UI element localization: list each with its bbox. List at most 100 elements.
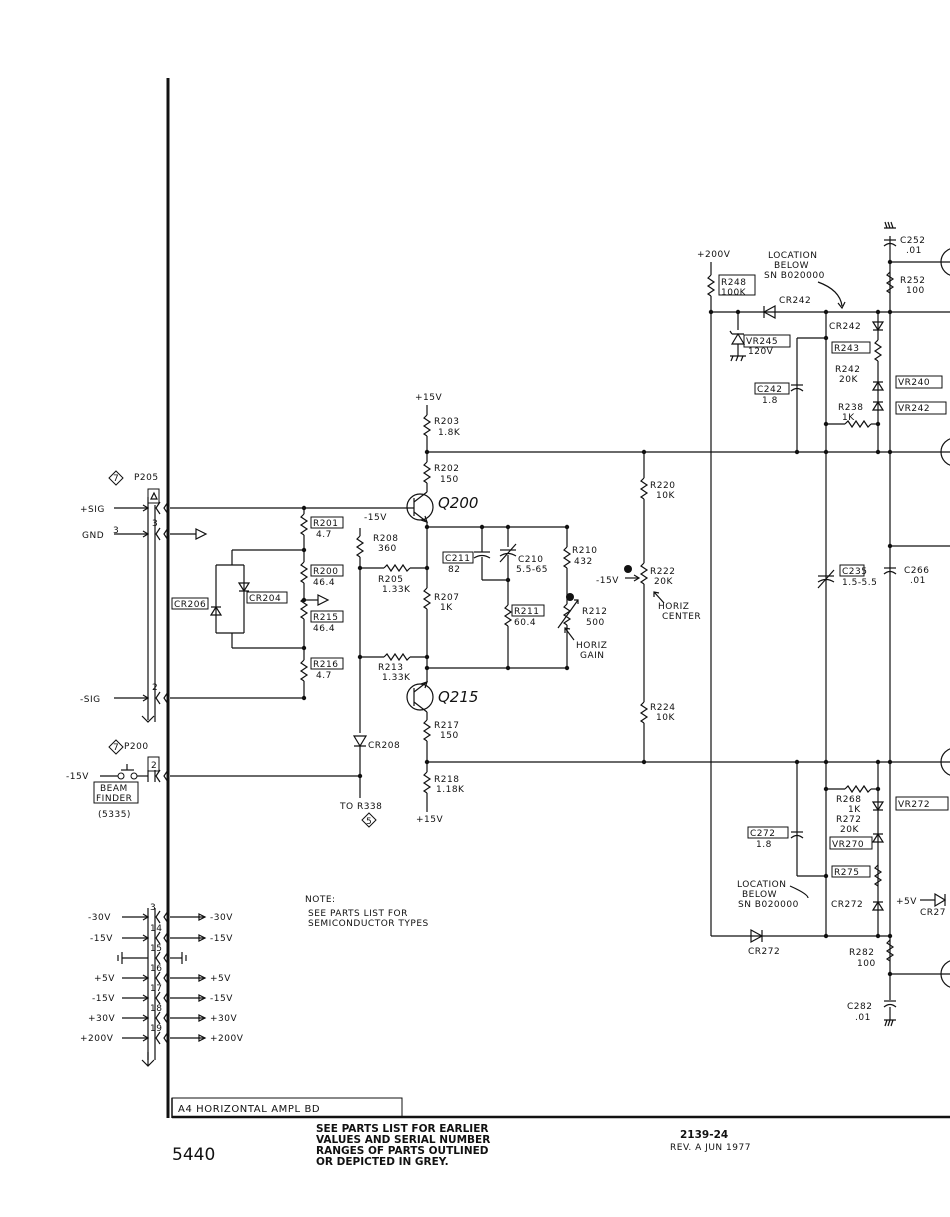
r217-ref: R217 (434, 721, 459, 731)
horiz-gain-line1: HORIZ (576, 641, 607, 651)
supply-connector-block (117, 908, 207, 1067)
supply-left-0: -30V (88, 913, 111, 923)
location-bot-line1: LOCATION (737, 880, 787, 890)
supply-left-4: -15V (92, 994, 115, 1004)
r252-val: 100 (906, 286, 925, 296)
c235-ref: C235 (842, 567, 867, 577)
minus-sig-label: -SIG (80, 695, 101, 705)
gnd-label: GND (82, 531, 104, 541)
c282-ref: C282 (847, 1002, 872, 1012)
q200-label: Q200 (438, 494, 478, 512)
r210-val: 432 (574, 557, 593, 567)
supply-left-3: +5V (94, 974, 115, 984)
supply-left-6: +200V (80, 1034, 114, 1044)
r216-ref: R216 (313, 660, 338, 670)
input-network (171, 505, 344, 701)
p200-label: P200 (124, 742, 149, 752)
footer-note-line1: SEE PARTS LIST FOR EARLIER (316, 1123, 488, 1135)
to-r338-label: TO R338 (339, 802, 382, 812)
cr272-bot-label: CR272 (748, 947, 780, 957)
plus-sig-label: +SIG (80, 505, 105, 515)
pin-17: 17 (150, 984, 162, 994)
r211-val: 60.4 (514, 618, 536, 628)
c282-val: .01 (855, 1013, 871, 1023)
r220-ref: R220 (650, 481, 675, 491)
footer-note-line3: RANGES OF PARTS OUTLINED (316, 1145, 489, 1157)
r248-ref: R248 (721, 278, 746, 288)
r222-supply: -15V (596, 576, 619, 586)
to-r338-marker: 5 (366, 817, 372, 827)
vr272-label: VR272 (898, 800, 930, 810)
r201-val: 4.7 (316, 530, 332, 540)
cr242-top-label: CR242 (779, 296, 811, 306)
r272-val: 20K (840, 825, 859, 835)
vr270-label: VR270 (832, 840, 864, 850)
input-signal-lines (114, 497, 304, 723)
c211-val: 82 (448, 565, 460, 575)
vr242-label: VR242 (898, 404, 930, 414)
r268-ref: R268 (836, 795, 861, 805)
horiz-center-line2: CENTER (662, 612, 701, 622)
r248-val: 100K (721, 288, 747, 298)
r208-val: 360 (378, 544, 397, 554)
c210-val: 5.5-65 (516, 565, 548, 575)
r218-val: 1.18K (436, 785, 465, 795)
beam-finder-line2: FINDER (96, 794, 132, 804)
board-border (166, 78, 950, 1119)
r243-label: R243 (834, 344, 859, 354)
r222-val: 20K (654, 577, 673, 587)
note-line2: SEMICONDUCTOR TYPES (308, 919, 429, 929)
pin-3-label: 3 (113, 526, 119, 536)
r215-val: 46.4 (313, 624, 335, 634)
pin-14: 14 (150, 924, 162, 934)
r210-ref: R210 (572, 546, 597, 556)
r200-val: 46.4 (313, 578, 335, 588)
r238-val: 1K (842, 413, 855, 423)
output-stage (706, 221, 950, 1027)
pin-3b-label: 3 (152, 519, 158, 529)
emitter-chain (422, 405, 432, 812)
r202-ref: R202 (434, 464, 459, 474)
location-top-line3: SN B020000 (764, 271, 825, 281)
location-bot-line2: BELOW (742, 890, 777, 900)
r215-ref: R215 (313, 613, 338, 623)
footer-note-line2: VALUES AND SERIAL NUMBER (316, 1134, 490, 1146)
horiz-gain-line2: GAIN (580, 651, 605, 661)
vr240-label: VR240 (898, 378, 930, 388)
board-title: A4 HORIZONTAL AMPL BD (178, 1104, 320, 1115)
r213-val: 1.33K (382, 673, 411, 683)
plus5-label: +5V (896, 897, 917, 907)
c252-val: .01 (906, 246, 922, 256)
r208-ref: R208 (373, 534, 398, 544)
location-top-line2: BELOW (774, 261, 809, 271)
c210-ref: C210 (518, 555, 543, 565)
c242-val: 1.8 (762, 396, 778, 406)
c272-ref: C272 (750, 829, 775, 839)
r282-ref: R282 (849, 948, 874, 958)
r268-val: 1K (848, 805, 861, 815)
plus15-bot: +15V (416, 815, 443, 825)
plus15-top: +15V (415, 393, 442, 403)
r222-ref: R222 (650, 567, 675, 577)
c242-ref: C242 (757, 385, 782, 395)
cr206-label: CR206 (174, 600, 206, 610)
vr245-ref: VR245 (746, 337, 778, 347)
pin-2b-label: 2 (151, 761, 157, 771)
c235-val: 1.5-5.5 (842, 578, 877, 588)
part-number: 5440 (172, 1145, 215, 1165)
revision-label: REV. A JUN 1977 (670, 1143, 751, 1153)
cr27x-label: CR27 (920, 908, 946, 918)
r202-val: 150 (440, 475, 459, 485)
beam-model: (5335) (98, 810, 131, 820)
cr204-label: CR204 (249, 594, 281, 604)
connector-p200-symbol (93, 739, 360, 804)
connector-p205-symbol (108, 470, 160, 504)
r275-label: R275 (834, 868, 859, 878)
c252-ref: C252 (900, 236, 925, 246)
supply-right-4: -15V (210, 994, 233, 1004)
r208-supply: -15V (364, 513, 387, 523)
location-bot-line3: SN B020000 (738, 900, 799, 910)
pin-3-supply: 3 (150, 903, 156, 913)
r238-ref: R238 (838, 403, 863, 413)
